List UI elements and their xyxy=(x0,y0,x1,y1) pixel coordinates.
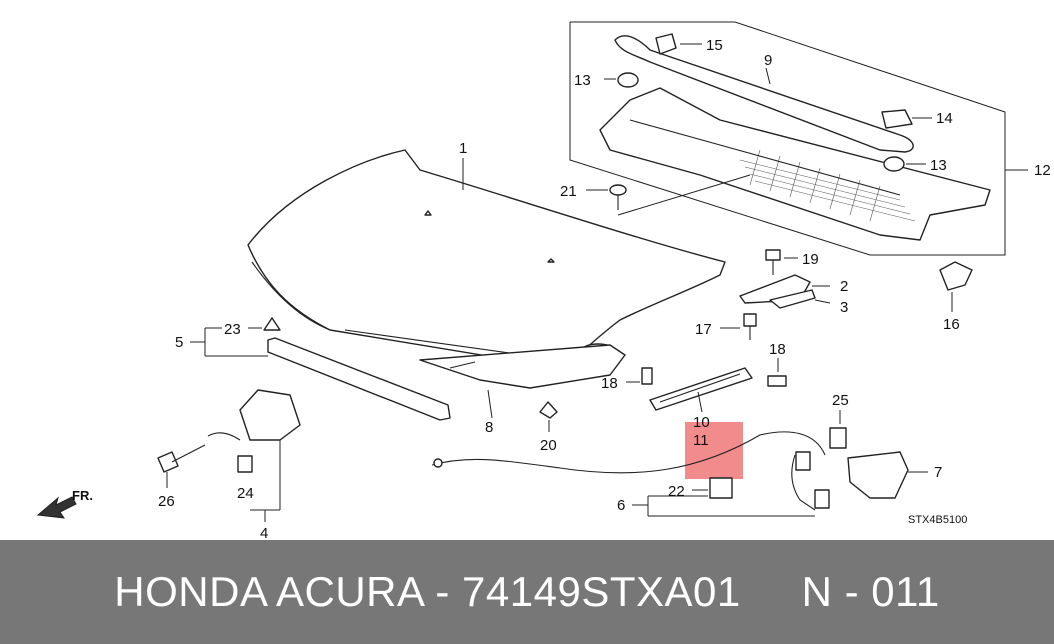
label-part-17: 17 xyxy=(695,321,712,338)
group-outline-12 xyxy=(569,21,1028,256)
bolt-part-26 xyxy=(157,444,206,488)
label-part-21: 21 xyxy=(560,183,577,200)
bumper-part-16 xyxy=(939,261,973,312)
front-direction-arrow xyxy=(36,496,77,519)
cowl-cover xyxy=(599,87,991,241)
bolt-part-18a xyxy=(626,367,653,385)
hood-seal-part-5 xyxy=(190,327,451,421)
highlight-box xyxy=(685,422,743,479)
label-part-13a: 13 xyxy=(574,72,591,89)
label-part-22: 22 xyxy=(668,483,685,500)
grommet-part-13a xyxy=(604,72,639,88)
label-part-3: 3 xyxy=(840,299,848,316)
hood-part-1 xyxy=(247,149,726,369)
clip-part-20 xyxy=(539,401,558,432)
release-cable-part-11 xyxy=(431,431,830,511)
label-part-7: 7 xyxy=(934,464,942,481)
label-part-24: 24 xyxy=(237,485,254,502)
clip-part-22 xyxy=(692,477,733,499)
label-part-1: 1 xyxy=(459,140,467,157)
part-number-text: HONDA ACURA - 74149STXA01 N - 011 xyxy=(114,568,940,615)
hood-frame-part-8 xyxy=(419,344,626,419)
cap-part-14 xyxy=(881,109,932,129)
grommet-part-13b xyxy=(883,156,926,172)
label-part-20: 20 xyxy=(540,437,557,454)
clip-part-21 xyxy=(586,174,751,216)
drawing-code: STX4B5100 xyxy=(908,514,967,526)
label-part-2: 2 xyxy=(840,278,848,295)
clip-part-15 xyxy=(655,33,702,55)
label-part-8: 8 xyxy=(485,419,493,436)
label-part-19: 19 xyxy=(802,251,819,268)
bolt-part-18b xyxy=(767,358,787,387)
label-part-26: 26 xyxy=(158,493,175,510)
clip-part-24 xyxy=(237,455,253,473)
label-part-6: 6 xyxy=(617,497,625,514)
cowl-seal-part-9 xyxy=(614,35,914,153)
label-part-25: 25 xyxy=(832,392,849,409)
direction-label: FR. xyxy=(72,488,93,503)
label-part-10: 10 xyxy=(693,414,710,431)
label-part-15: 15 xyxy=(706,37,723,54)
hood-lock-part-4 xyxy=(207,389,301,522)
label-part-16: 16 xyxy=(943,316,960,333)
clip-part-23 xyxy=(248,317,281,331)
latch-part-7 xyxy=(847,451,928,499)
label-part-13b: 13 xyxy=(930,157,947,174)
bolt-part-19 xyxy=(765,249,798,275)
label-part-5: 5 xyxy=(175,334,183,351)
label-part-4: 4 xyxy=(260,525,268,540)
exploded-parts-diagram: 1 2 3 4 5 6 7 8 9 10 11 12 13 13 14 15 1… xyxy=(36,21,1051,540)
label-part-18b: 18 xyxy=(769,341,786,358)
label-part-18a: 18 xyxy=(601,375,618,392)
hinge-part-2-3 xyxy=(739,274,831,309)
label-part-9: 9 xyxy=(764,52,772,69)
label-part-11: 11 xyxy=(693,432,709,449)
part-number-banner: HONDA ACURA - 74149STXA01 N - 011 xyxy=(0,540,1054,644)
label-part-23: 23 xyxy=(224,321,241,338)
support-rod-part-10 xyxy=(649,367,753,413)
label-part-12: 12 xyxy=(1034,162,1051,179)
group-bracket-6 xyxy=(632,495,815,517)
bolt-part-25 xyxy=(829,410,847,449)
label-part-14: 14 xyxy=(936,110,953,127)
bolt-part-17 xyxy=(720,313,757,340)
